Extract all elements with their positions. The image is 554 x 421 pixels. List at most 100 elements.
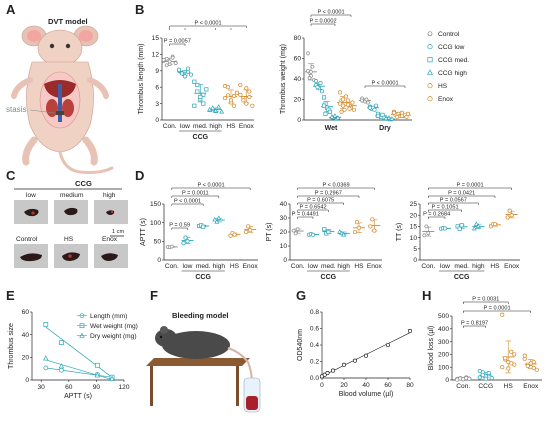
data-group-point [244, 101, 249, 106]
x-category-label: high [213, 263, 226, 270]
data-group-point [345, 98, 351, 103]
data-group-point [399, 113, 405, 118]
p-bracket-label: P = 0.8197 [461, 320, 488, 326]
y-tick-label: 30 [280, 215, 288, 222]
p-bracket-label: P = 0.0011 [182, 190, 209, 196]
data-group-point [241, 98, 246, 103]
data-group-point [323, 111, 328, 116]
p-bracket [171, 227, 188, 230]
legend-marker [427, 31, 433, 36]
p-bracket-label: P < 0.0369 [322, 182, 349, 188]
y-tick-label: 0 [413, 257, 417, 264]
legend-label: Wet weight (mg) [90, 323, 138, 330]
y-tick-label: 0 [297, 117, 301, 124]
data-group-point [426, 231, 431, 235]
data-group-point [405, 111, 411, 116]
p-bracket-label: P < 0.0001 [194, 20, 221, 26]
legend-label: HS [438, 83, 448, 90]
data-group-point [250, 103, 255, 108]
y-tick-label: 500 [438, 313, 449, 320]
data-group-point [182, 74, 188, 79]
ccg-group-title: CCG [75, 179, 92, 188]
data-group-point [238, 82, 243, 88]
y-tick-label: 15 [152, 35, 160, 42]
x-tick-label: 20 [340, 382, 348, 389]
data-group-point [332, 113, 338, 118]
data-group-point [375, 113, 381, 118]
data-group-point [503, 356, 508, 361]
data-group-point [305, 51, 311, 56]
y-tick-label: 40 [294, 76, 302, 83]
y-tick-label: 0.6 [310, 326, 319, 333]
data-group-point [213, 107, 219, 113]
p-bracket-label: P < 0.0001 [371, 80, 398, 86]
p-bracket [297, 209, 329, 212]
photo-label-control: Control [16, 236, 38, 243]
p-bracket [169, 25, 247, 28]
y-tick-label: 300 [438, 339, 449, 346]
x-tick-label: 90 [93, 384, 101, 391]
data-group-point [351, 107, 357, 112]
data-group-point [313, 79, 319, 84]
data-point [363, 353, 369, 358]
x-category-label: Con. [421, 263, 435, 270]
data-group-point [354, 220, 360, 225]
y-tick-label: 0 [25, 377, 29, 384]
data-group-point [341, 232, 347, 237]
y-axis-label: Thrombus weight (mg) [280, 44, 287, 114]
data-group-point [198, 94, 203, 100]
data-group-point [364, 97, 369, 102]
series-point [43, 355, 49, 361]
data-group-point [293, 231, 298, 236]
p-bracket-label: P = 0.1051 [431, 204, 458, 210]
ccg-group-label: CCG [454, 274, 470, 281]
data-group-point [322, 227, 327, 232]
data-group-point [176, 67, 182, 72]
data-group-point [500, 365, 505, 370]
panel-label-a: A [6, 2, 16, 17]
x-group-label: Dry [379, 125, 391, 132]
p-bracket-label: P = 0.0001 [456, 182, 483, 188]
y-tick-label: 40 [22, 332, 30, 339]
data-point [325, 370, 330, 376]
data-group-point [225, 93, 231, 98]
y-axis-label: TT (s) [396, 223, 403, 242]
y-tick-label: 6 [155, 84, 159, 91]
data-group-point [232, 232, 237, 237]
x-category-label: Con. [291, 263, 305, 270]
y-tick-label: 0.8 [310, 309, 319, 316]
y-axis-label: Blood loss (µl) [428, 326, 435, 371]
y-axis-label: APTT (s) [140, 218, 147, 246]
data-group-point [347, 106, 352, 111]
photo-label-enox: Enox [102, 236, 118, 243]
x-tick-label: 120 [118, 384, 129, 391]
data-group-point [467, 376, 472, 381]
legend-label: CCG high [438, 70, 467, 77]
mouse-illustration [11, 25, 114, 174]
data-group-point [475, 223, 481, 229]
data-group-point [295, 227, 300, 232]
data-group-point [337, 101, 343, 106]
data-group-point [185, 239, 190, 244]
series-point [58, 363, 65, 369]
data-group-point [228, 233, 233, 238]
data-group-point [367, 105, 373, 110]
legend-marker [427, 83, 433, 89]
x-tick-label: 0 [320, 382, 324, 389]
data-group-point [339, 109, 344, 114]
p-bracket [428, 202, 479, 205]
legend-label: Length (mm) [90, 313, 127, 320]
p-bracket [428, 195, 496, 198]
data-group-point [459, 223, 464, 228]
data-group-point [216, 104, 222, 109]
x-category-label: HS [504, 383, 514, 390]
legend-label: Enox [438, 96, 454, 103]
y-tick-label: 15 [410, 224, 418, 231]
data-group-point [201, 224, 206, 229]
data-group-point [234, 90, 240, 95]
legend-label: Control [438, 31, 460, 38]
y-tick-label: 0 [445, 377, 449, 384]
x-category-label: CCG [478, 383, 493, 390]
